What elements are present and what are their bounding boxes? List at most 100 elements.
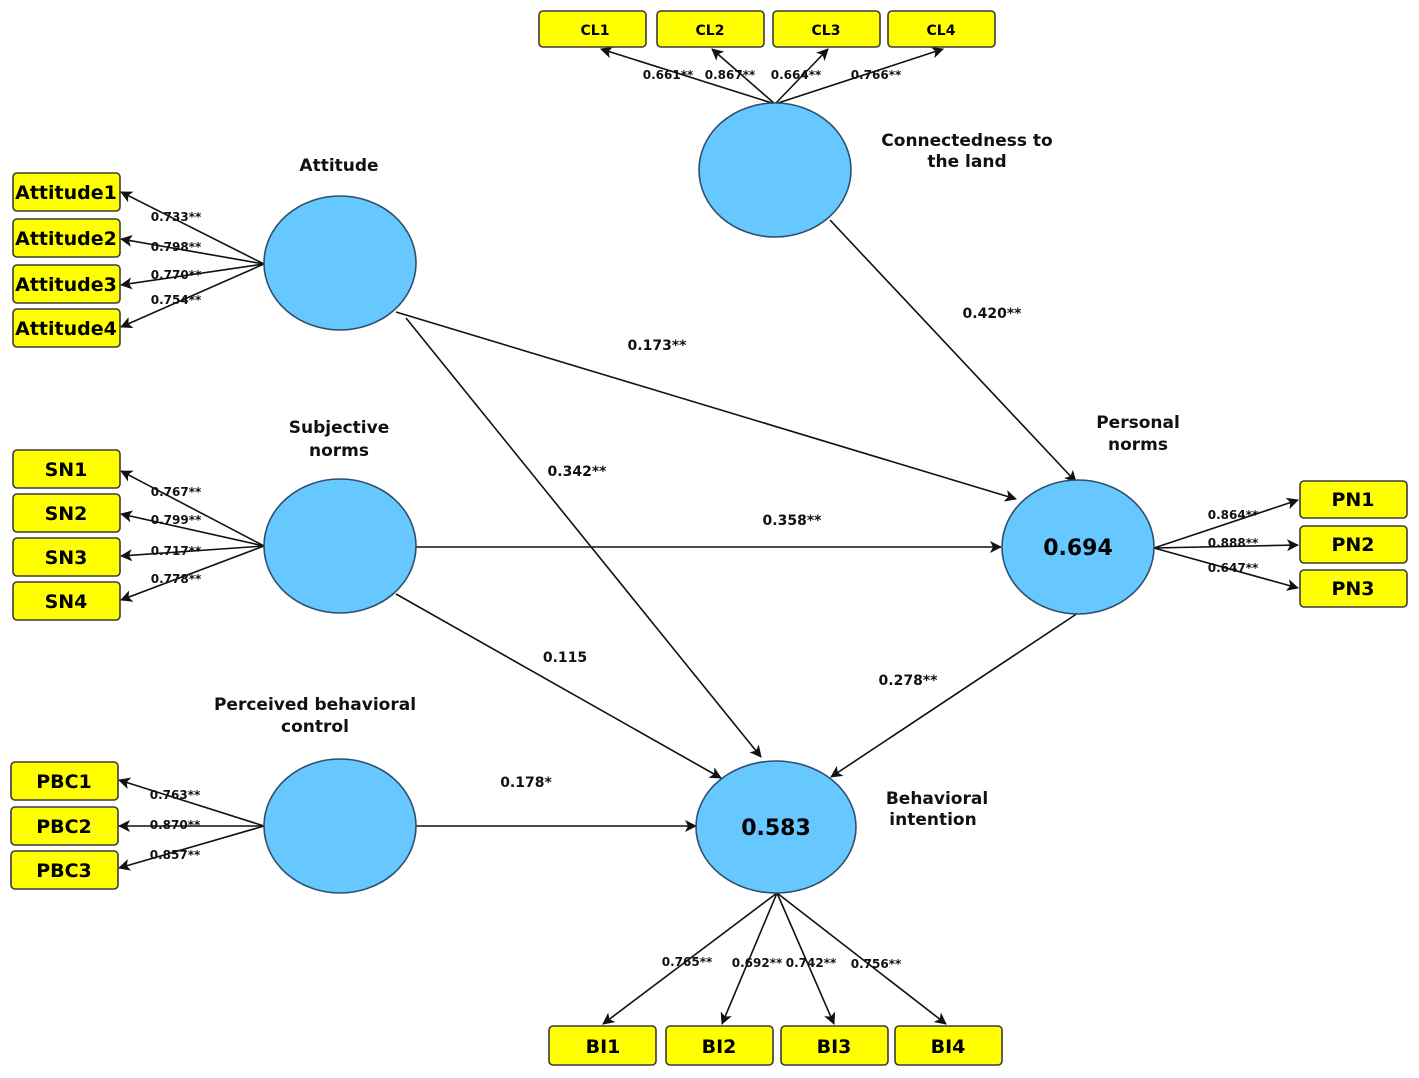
- latent-perceived-behavioral-control: [263, 758, 417, 894]
- latent-subjective-norms: [263, 478, 417, 614]
- loading-arrow-sn1: [120, 470, 265, 547]
- indicator-sn3: SN3: [12, 537, 121, 577]
- indicator-sn1: SN1: [12, 449, 121, 489]
- indicator-bi2: BI2: [665, 1025, 774, 1066]
- loading-arrow-bi4: [776, 892, 947, 1025]
- path-coef-subjective-norms-behavioral-intention: 0.115: [543, 650, 587, 666]
- personal-norms-label-line1: Personal: [1096, 413, 1180, 433]
- loading-pn2: 0.888**: [1208, 536, 1259, 550]
- loadings-layer: 0.733** 0.798** 0.770** 0.754** 0.767** …: [150, 68, 1259, 971]
- loading-arrow-attitude2: [120, 234, 265, 265]
- path-coef-attitude-personal-norms: 0.173**: [628, 338, 688, 354]
- loading-attitude4: 0.754**: [151, 293, 202, 307]
- loading-arrow-attitude3: [120, 263, 265, 290]
- path-coef-subjective-norms-personal-norms: 0.358**: [763, 513, 823, 529]
- indicator-label: Attitude1: [15, 182, 117, 204]
- indicator-label: SN2: [45, 503, 88, 525]
- loading-arrow-cl1: [600, 46, 776, 105]
- indicator-label: CL1: [581, 23, 610, 39]
- behavioral-intention-label-line2: intention: [889, 810, 976, 830]
- loading-attitude2: 0.798**: [151, 240, 202, 254]
- loading-pn3: 0.647**: [1208, 561, 1259, 575]
- loading-pbc1: 0.763**: [150, 788, 201, 802]
- indicator-label: PBC2: [36, 816, 92, 838]
- indicator-pbc2: PBC2: [10, 806, 119, 846]
- connectedness-label-line2: the land: [927, 152, 1006, 172]
- loading-cl3: 0.664**: [771, 68, 822, 82]
- loading-arrow-attitude1: [120, 191, 265, 265]
- subjective-norms-label-line1: Subjective: [289, 418, 390, 438]
- loading-attitude1: 0.733**: [151, 210, 202, 224]
- loading-arrow-cl3: [774, 48, 829, 105]
- indicator-bi1: BI1: [548, 1025, 657, 1066]
- indicator-label: BI2: [702, 1036, 737, 1058]
- indicator-attitude1: Attitude1: [12, 172, 121, 212]
- loading-bi1: 0.765**: [662, 955, 713, 969]
- indicator-sn2: SN2: [12, 493, 121, 533]
- indicator-attitude3: Attitude3: [12, 264, 121, 304]
- behavioral-intention-label-line1: Behavioral: [886, 789, 988, 809]
- loading-arrow-bi3: [776, 892, 836, 1025]
- loading-arrow-sn4: [120, 545, 265, 602]
- latent-labels-layer: Attitude Subjective norms Perceived beha…: [214, 131, 1180, 830]
- indicator-pbc1: PBC1: [10, 761, 119, 801]
- indicator-attitude2: Attitude2: [12, 218, 121, 258]
- personal-norms-r2: 0.694: [1043, 536, 1113, 561]
- path-coef-personal-norms-behavioral-intention: 0.278**: [879, 673, 939, 689]
- indicator-label: SN4: [45, 591, 88, 613]
- indicator-pn2: PN2: [1299, 525, 1408, 564]
- loading-bi3: 0.742**: [786, 956, 837, 970]
- indicator-label: CL4: [927, 23, 956, 39]
- indicator-attitude4: Attitude4: [12, 308, 121, 348]
- loading-pn1: 0.864**: [1208, 508, 1259, 522]
- indicator-label: CL3: [812, 23, 841, 39]
- path-coef-connectedness-personal-norms: 0.420**: [963, 306, 1023, 322]
- personal-norms-label-line2: norms: [1108, 435, 1168, 455]
- loading-arrow-sn2: [120, 510, 265, 547]
- indicator-pbc3: PBC3: [10, 850, 119, 890]
- path-arrow-attitude-to-behavioral-intention: [405, 317, 762, 758]
- indicator-label: SN3: [45, 547, 88, 569]
- indicator-label: PN3: [1331, 578, 1374, 600]
- loading-arrow-pbc1: [118, 777, 265, 827]
- indicator-label: PBC3: [36, 860, 92, 882]
- latent-behavioral-intention: [695, 760, 857, 894]
- indicator-bi3: BI3: [780, 1025, 889, 1066]
- behavioral-intention-r2: 0.583: [741, 816, 811, 841]
- path-coef-pbc-behavioral-intention: 0.178*: [500, 775, 552, 791]
- path-arrow-attitude-to-personal-norms: [395, 311, 1017, 502]
- indicator-cl4: CL4: [887, 10, 996, 48]
- indicator-bi4: BI4: [894, 1025, 1003, 1066]
- latent-attitude: [263, 195, 417, 331]
- indicator-sn4: SN4: [12, 581, 121, 621]
- indicator-pn3: PN3: [1299, 569, 1408, 608]
- loading-bi2: 0.692**: [732, 956, 783, 970]
- loading-arrow-sn3: [120, 545, 265, 562]
- indicator-pn1: PN1: [1299, 480, 1408, 519]
- subjective-norms-label-line2: norms: [309, 441, 369, 461]
- indicator-label: PN1: [1331, 489, 1374, 511]
- path-coefficients-layer: 0.173** 0.342** 0.358** 0.115 0.178* 0.4…: [500, 306, 1022, 791]
- loading-sn2: 0.799**: [151, 513, 202, 527]
- loading-pbc2: 0.870**: [150, 818, 201, 832]
- latent-connectedness-to-the-land: [698, 102, 852, 238]
- indicator-label: PBC1: [36, 771, 92, 793]
- indicator-label: SN1: [45, 459, 88, 481]
- pbc-label-line2: control: [281, 717, 349, 737]
- loading-arrow-pn1: [1153, 497, 1299, 549]
- loading-arrow-pn3: [1153, 547, 1299, 591]
- indicator-label: PN2: [1331, 534, 1374, 556]
- loading-bi4: 0.756**: [851, 957, 902, 971]
- latents-layer: 0.694 0.583: [263, 102, 1155, 894]
- loading-cl4: 0.766**: [851, 68, 902, 82]
- loading-sn4: 0.778**: [151, 572, 202, 586]
- loading-arrow-cl2: [711, 48, 776, 105]
- pbc-label-line1: Perceived behavioral: [214, 695, 416, 715]
- attitude-label: Attitude: [299, 156, 378, 176]
- latent-personal-norms: [1001, 479, 1155, 615]
- loading-arrow-pn2: [1153, 539, 1299, 552]
- indicator-cl3: CL3: [772, 10, 881, 48]
- edges-layer: [118, 46, 1299, 1025]
- loading-arrow-cl4: [774, 46, 944, 105]
